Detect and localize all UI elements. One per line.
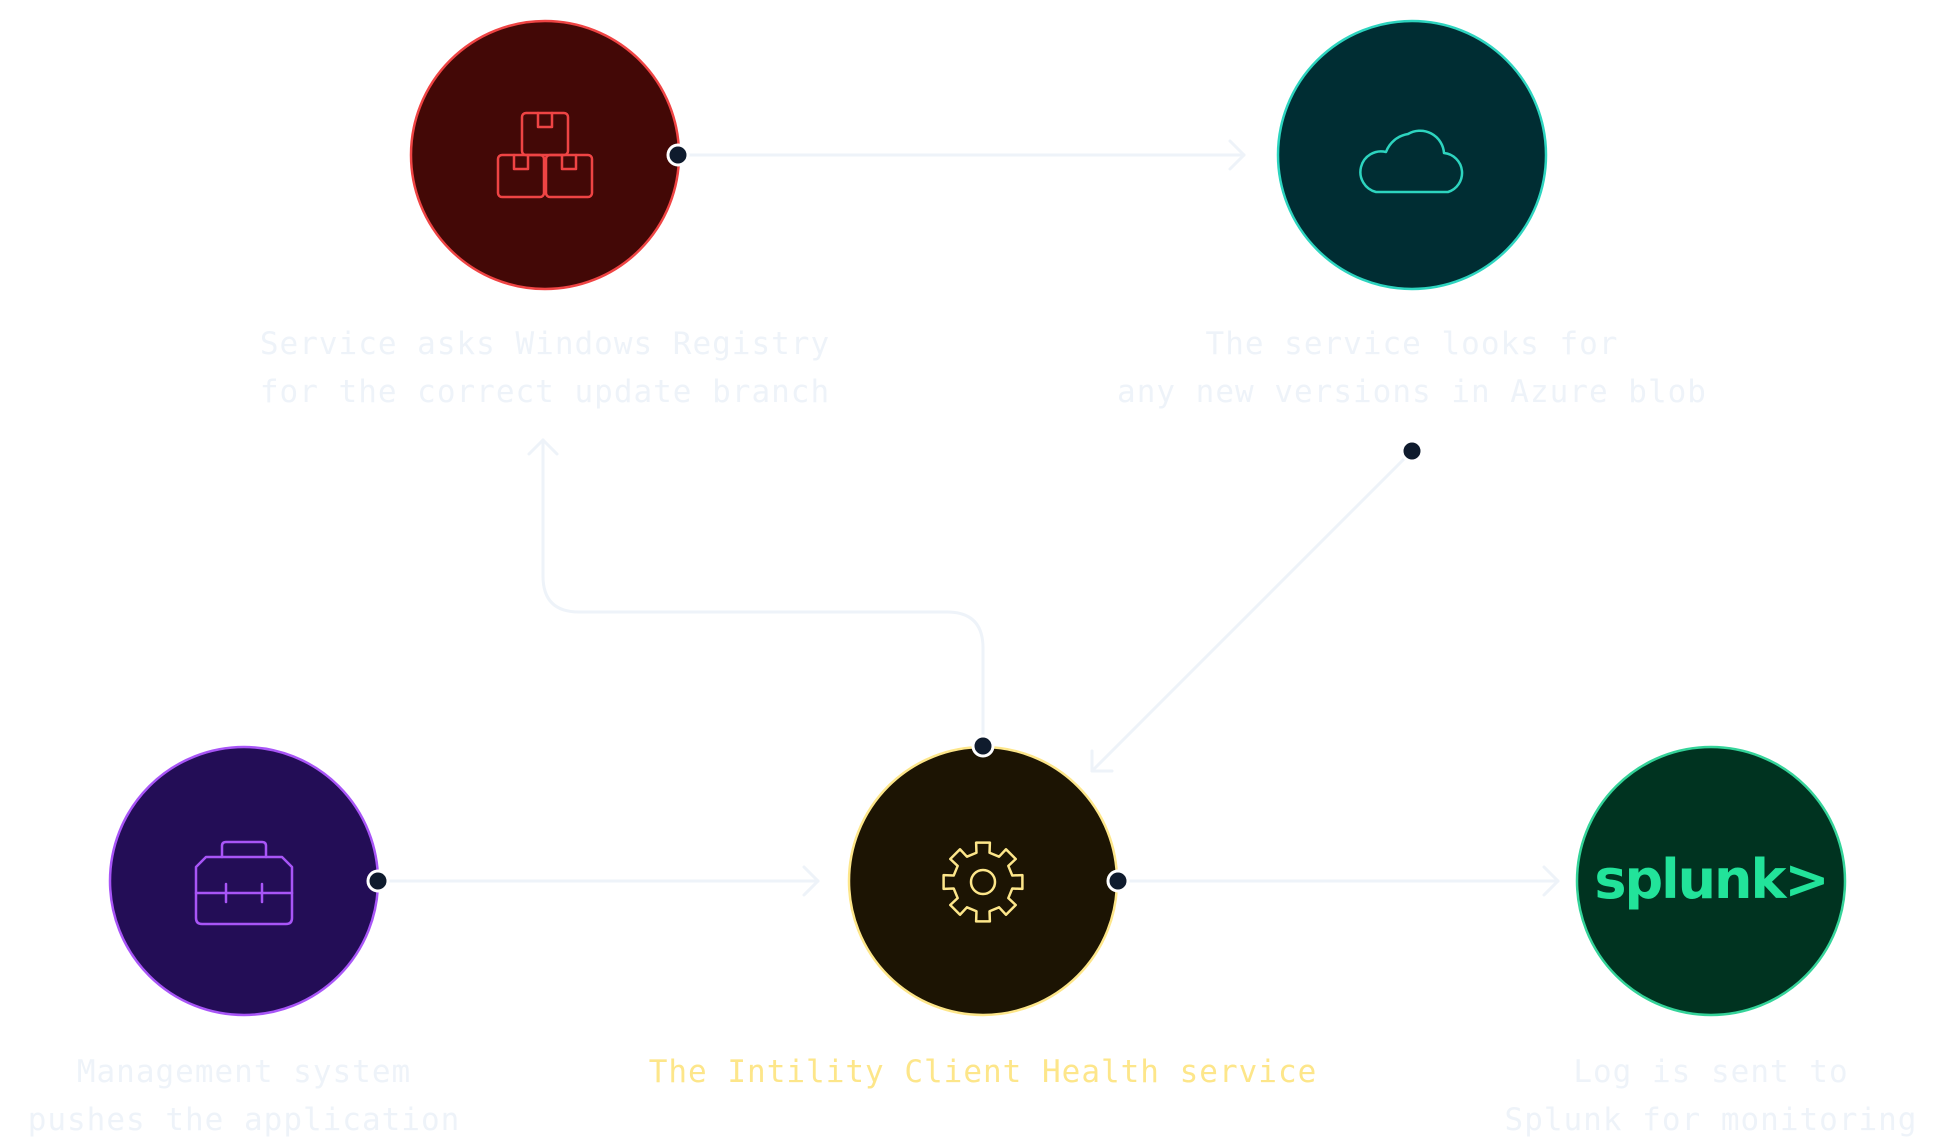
cloud-icon	[1359, 129, 1464, 194]
label-health-line-1: The Intility Client Health service	[648, 1054, 1318, 1090]
label-management: Management system pushes the application	[4, 1048, 484, 1144]
label-splunk: Log is sent to Splunk for monitoring	[1476, 1048, 1936, 1144]
arrowhead-health-diagonal	[1090, 749, 1114, 773]
label-health: The Intility Client Health service	[618, 1048, 1348, 1096]
gear-icon	[942, 841, 1024, 923]
node-azure-circle	[1276, 19, 1548, 291]
dot-azure-bottom	[1400, 439, 1424, 463]
label-registry-line-2: for the correct update branch	[259, 374, 831, 410]
label-splunk-line-2: Splunk for monitoring	[1504, 1102, 1918, 1138]
label-management-line-1: Management system	[76, 1054, 412, 1090]
dot-registry-right	[666, 143, 690, 167]
node-health-circle	[847, 745, 1119, 1017]
label-splunk-line-1: Log is sent to	[1573, 1054, 1849, 1090]
label-registry: Service asks Windows Registry for the co…	[245, 320, 845, 416]
label-azure-line-1: The service looks for	[1205, 326, 1619, 362]
node-management	[108, 745, 380, 1017]
node-splunk: splunk>	[1575, 745, 1847, 1017]
connector-azure-to-health	[1090, 449, 1414, 773]
dot-management-right	[366, 869, 390, 893]
arrowhead-azure	[1228, 139, 1246, 171]
arrowhead-splunk	[1542, 865, 1560, 897]
arrowhead-health-left	[802, 865, 820, 897]
connector-dots	[366, 143, 1424, 893]
dot-health-top	[971, 734, 995, 758]
toolbox-icon	[194, 840, 294, 926]
label-registry-line-1: Service asks Windows Registry	[259, 326, 831, 362]
label-management-line-2: pushes the application	[27, 1102, 461, 1138]
label-azure: The service looks for any new versions i…	[1087, 320, 1737, 416]
arrowhead-registry	[527, 438, 559, 456]
connectors	[376, 139, 1560, 897]
node-azure	[1276, 19, 1548, 291]
node-splunk-circle	[1575, 745, 1847, 1017]
splunk-logo: splunk>	[1594, 848, 1827, 911]
label-azure-line-2: any new versions in Azure blob	[1117, 374, 1707, 410]
dot-health-right	[1106, 869, 1130, 893]
node-management-circle	[108, 745, 380, 1017]
boxes-icon	[496, 111, 594, 199]
node-health	[847, 745, 1119, 1017]
connector-health-to-registry	[541, 438, 985, 748]
node-registry	[409, 19, 681, 291]
